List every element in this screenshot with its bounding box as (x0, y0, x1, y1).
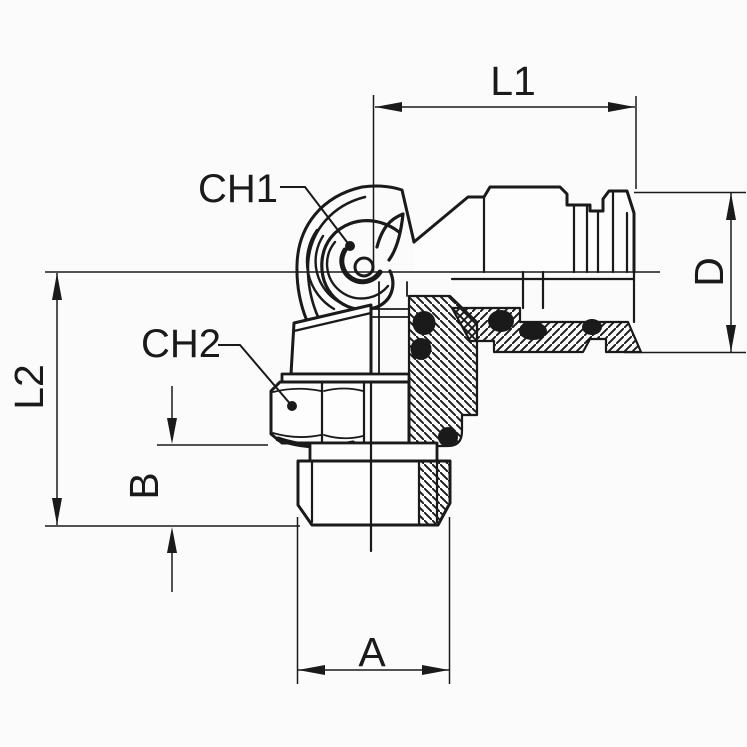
seal-blob (582, 319, 602, 335)
arrowhead-d-bottom (726, 325, 736, 352)
fitting-body (269, 184, 643, 553)
connector-top-outline (412, 185, 636, 274)
swirl-mid-arc (325, 240, 390, 300)
callout-ch1: CH1 (198, 167, 355, 251)
callout-ch2: CH2 (141, 322, 297, 411)
leader-dot-ch1 (345, 241, 355, 251)
seal-blob (412, 311, 436, 335)
hex-nut-outline (269, 380, 411, 445)
bore-channel-lines (372, 281, 410, 374)
dim-label-a: A (358, 629, 386, 675)
dim-a-extensions (296, 517, 451, 684)
dim-label-d: D (686, 257, 732, 287)
dim-label-l1: L1 (490, 58, 536, 104)
hex-nut-chamfer-arcs (272, 387, 364, 440)
hex-nut-flats (320, 380, 366, 445)
seal-blob (519, 322, 547, 340)
arrowhead-l2-bottom (52, 498, 62, 525)
elbow-hex-side-flat-line (292, 311, 373, 333)
dim-label-l2: L2 (6, 364, 52, 410)
callout-label-ch2: CH2 (141, 322, 221, 366)
dimension-arrowheads (52, 102, 736, 675)
swirl-center-circle (353, 256, 375, 278)
section-wall-stud (417, 459, 452, 527)
arrowhead-a-right (422, 665, 449, 675)
seal-rings (410, 310, 602, 360)
arrowhead-d-top (726, 193, 736, 220)
hex-nut (269, 380, 411, 449)
dim-label-b: B (121, 472, 167, 499)
centerlines (45, 95, 660, 273)
arrowhead-l1-right (608, 102, 635, 112)
arrowhead-b-bottom (167, 527, 177, 553)
stud-neck (308, 441, 439, 463)
callout-label-ch1: CH1 (198, 167, 278, 211)
dim-d-extensions (624, 191, 746, 354)
arrowhead-a-left (298, 665, 325, 675)
seal-blob (488, 310, 514, 332)
leader-ch1 (280, 186, 351, 247)
swirl-teardrop (320, 219, 401, 312)
connector-step-edges (450, 189, 636, 324)
seal-blob (410, 338, 432, 360)
o-ring (438, 427, 458, 447)
leader-ch2 (218, 344, 293, 407)
leader-dot-ch2 (287, 401, 297, 411)
connector-top-fill (414, 187, 634, 272)
swirl-beak (375, 212, 405, 262)
arrowhead-l1-left (375, 102, 402, 112)
arrowhead-b-top (167, 418, 177, 444)
elbow-hex-swirl (305, 212, 405, 312)
dimensions (45, 96, 746, 684)
arrowhead-l2-top (52, 273, 62, 300)
swirl-bold-ring (339, 247, 383, 285)
